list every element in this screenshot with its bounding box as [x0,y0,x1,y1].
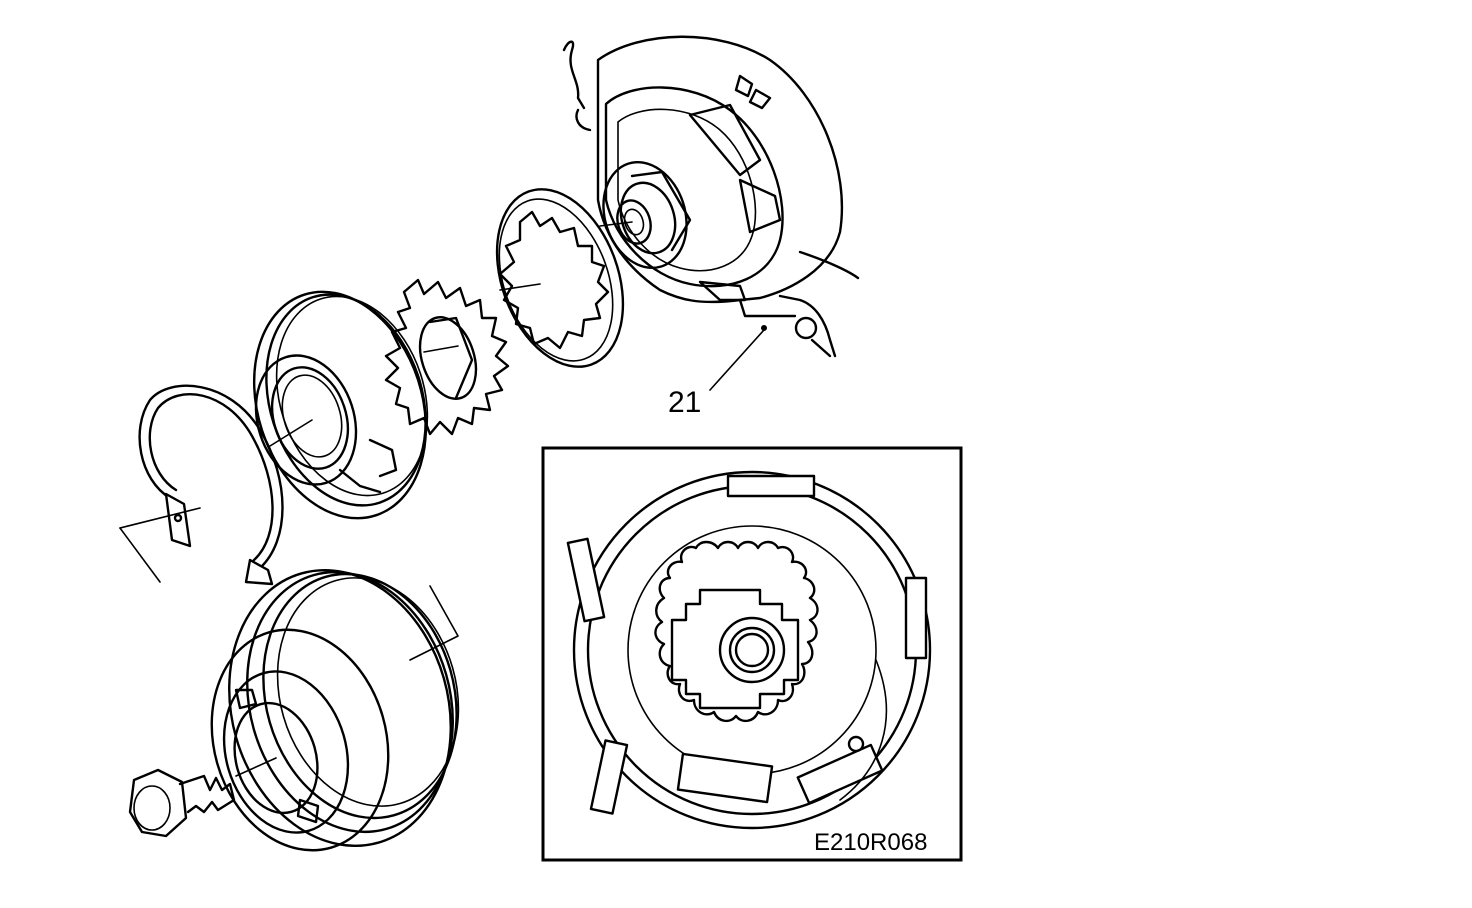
sprocket-gear [384,278,510,436]
inner-toothed-ring [495,188,625,368]
inset-detail-view: E210R068 [541,446,963,862]
pulley [210,568,460,852]
callout-number: 21 [668,386,701,419]
clutch-plate [252,290,429,520]
leader-lines [235,221,767,777]
engine-housing [562,35,860,358]
drawing-code: E210R068 [814,829,927,856]
bolt [128,768,236,838]
snap-ring [119,384,284,586]
